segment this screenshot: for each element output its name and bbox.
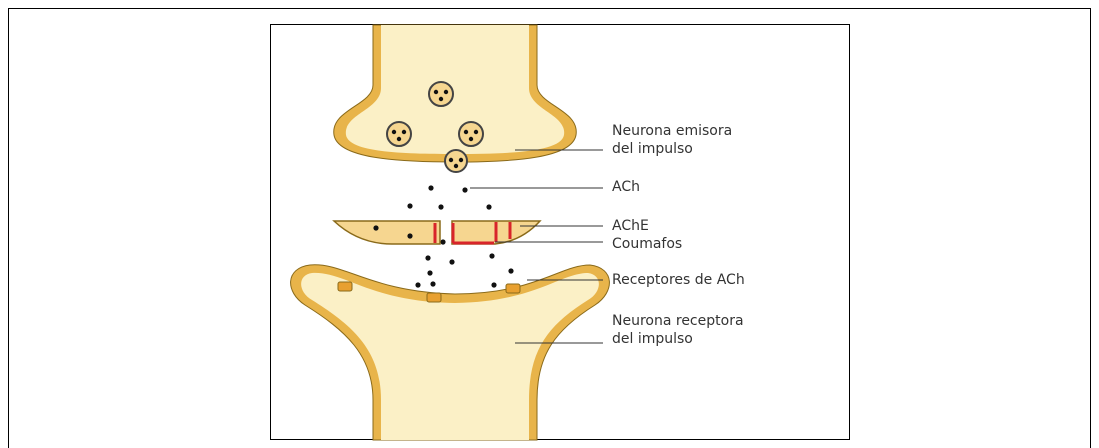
- ach-receptor: [338, 282, 352, 291]
- vesicle: [429, 82, 453, 106]
- postsynaptic-neuron: [291, 265, 610, 440]
- label-ach: ACh: [612, 179, 640, 195]
- vesicle: [387, 122, 411, 146]
- label-coumafos: Coumafos: [612, 236, 682, 252]
- vesicle-fusing: [445, 150, 467, 172]
- ach-receptor: [506, 284, 520, 293]
- label-receiver-neuron-line1: Neurona receptora: [612, 313, 744, 329]
- label-ache: AChE: [612, 218, 649, 234]
- label-sender-neuron-line1: Neurona emisora: [612, 123, 732, 139]
- label-sender-neuron-line2: del impulso: [612, 141, 693, 157]
- label-receiver-neuron-line2: del impulso: [612, 331, 693, 347]
- label-receptors: Receptores de ACh: [612, 272, 745, 288]
- vesicle: [459, 122, 483, 146]
- ach-receptor: [427, 293, 441, 302]
